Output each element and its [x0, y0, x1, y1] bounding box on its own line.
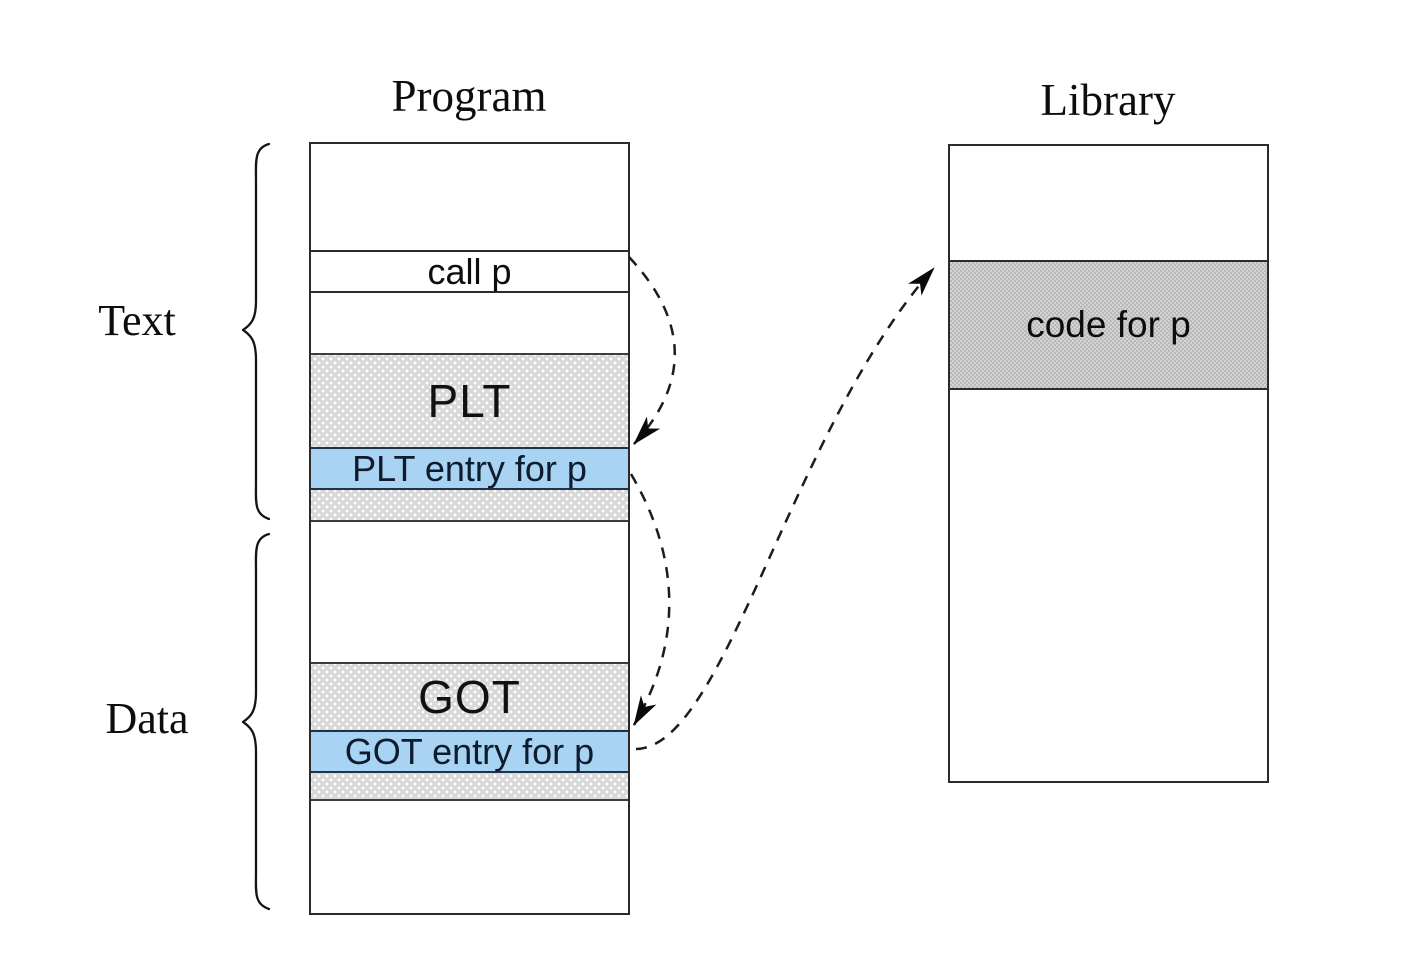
plt-label: PLT — [427, 375, 512, 427]
got-label: GOT — [418, 671, 521, 723]
got-entry-row: GOT entry for p — [311, 730, 628, 773]
library-column-title: Library — [1040, 75, 1176, 125]
text-segment-label: Text — [98, 296, 176, 345]
call-p-row: call p — [311, 250, 628, 293]
plt-entry-label: PLT entry for p — [352, 447, 587, 489]
arrow-call-to-plt-entry — [628, 256, 676, 445]
program-column-title: Program — [391, 71, 547, 121]
plt-entry-row: PLT entry for p — [311, 447, 628, 490]
data-segment-label: Data — [105, 694, 189, 743]
call-p-label: call p — [427, 250, 512, 292]
arrow-plt-entry-to-got-entry — [629, 473, 671, 726]
data-section-brace — [241, 532, 271, 911]
program-box: call p PLT PLT entry for p GOT GOT entry… — [309, 142, 630, 915]
text-section-brace — [241, 142, 271, 521]
plt-block: PLT PLT entry for p — [311, 353, 628, 522]
got-entry-label: GOT entry for p — [344, 730, 595, 772]
arrow-got-entry-to-library-code — [635, 267, 935, 751]
code-for-p-block: code for p — [950, 260, 1267, 390]
library-box: code for p — [948, 144, 1269, 783]
code-for-p-label: code for p — [1026, 304, 1191, 345]
got-block: GOT GOT entry for p — [311, 662, 628, 801]
